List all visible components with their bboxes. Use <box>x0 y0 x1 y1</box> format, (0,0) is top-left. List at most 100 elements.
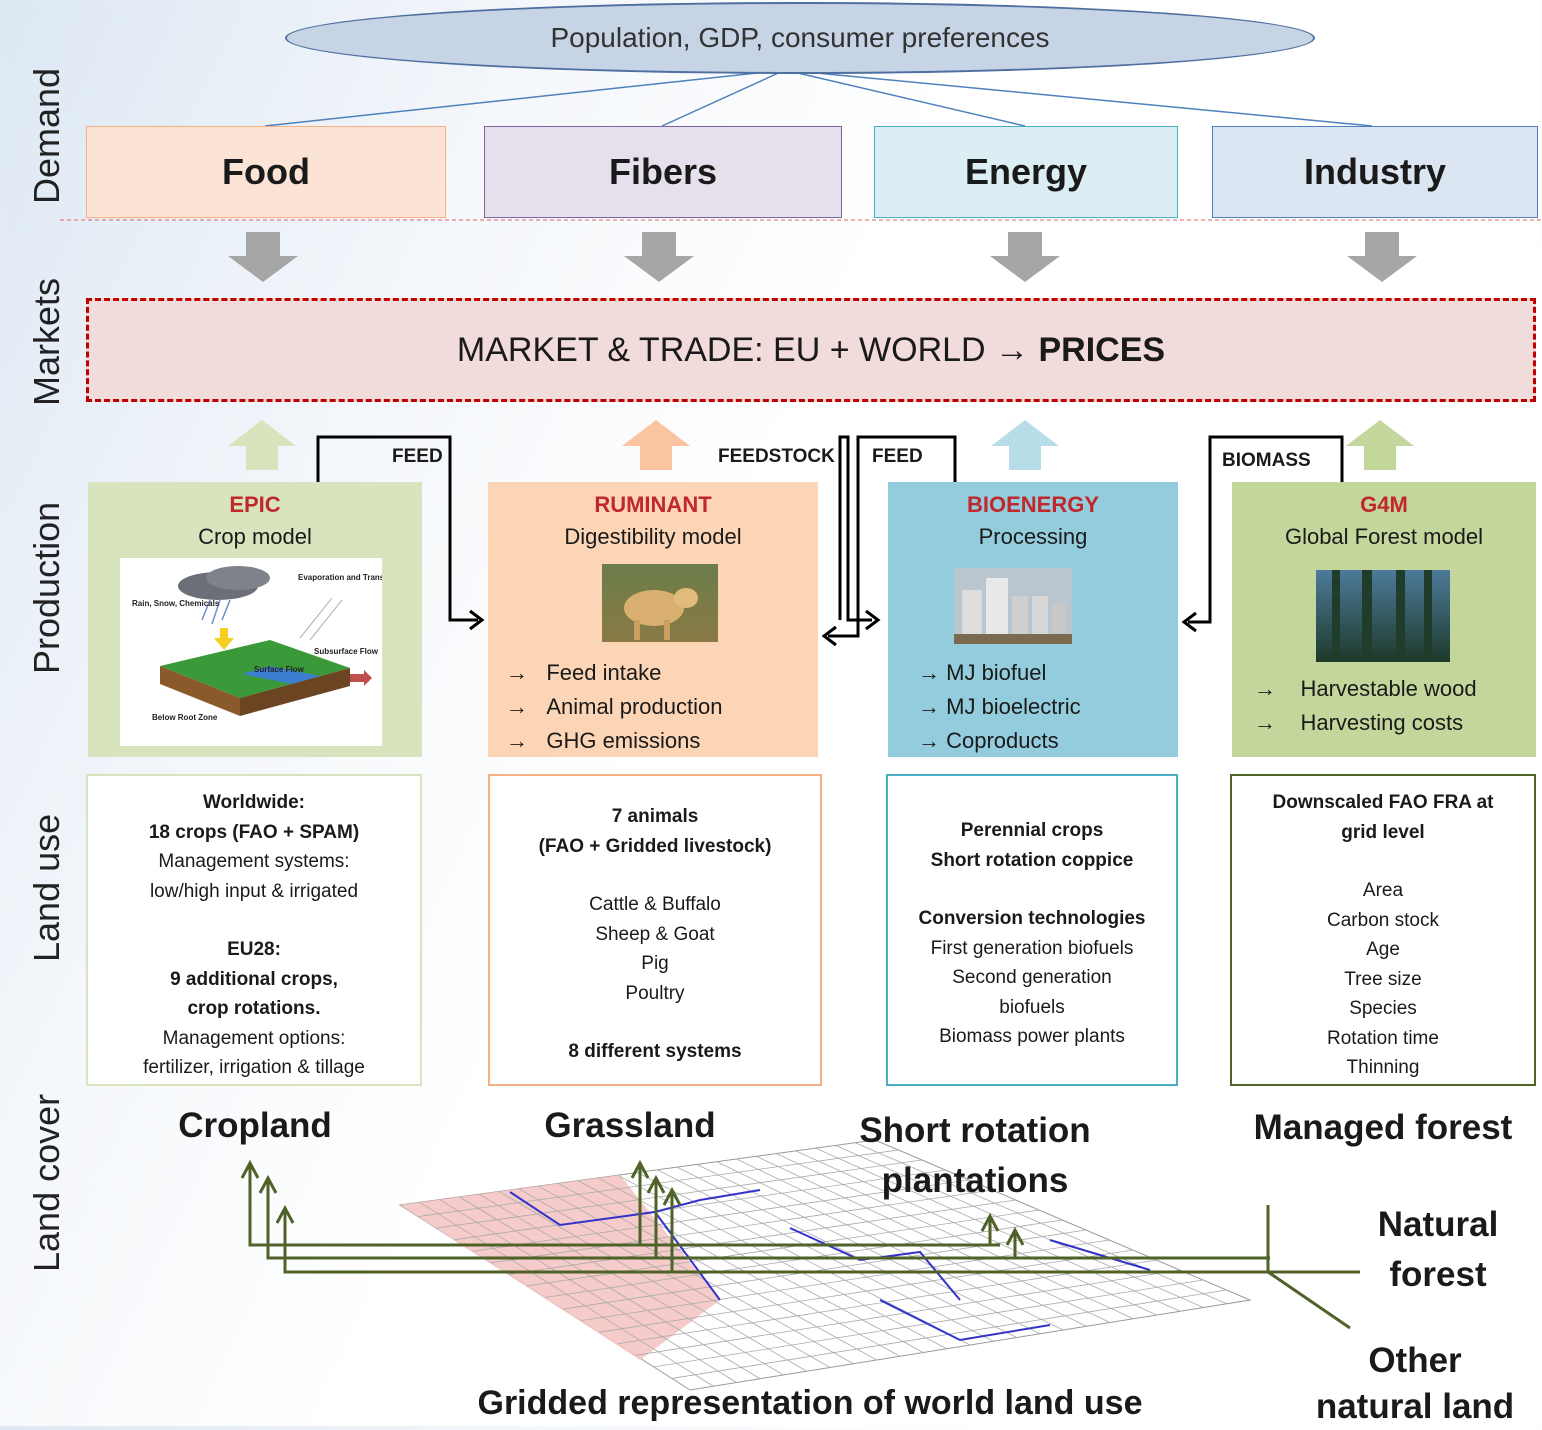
drivers-ellipse: Population, GDP, consumer preferences <box>285 2 1315 74</box>
cover-grassland: Grassland <box>544 1106 716 1145</box>
bioenergy-title: BIOENERGY <box>966 492 1100 517</box>
landuse-text: EU28: <box>227 939 281 960</box>
g4m-up-arrow <box>1346 420 1414 470</box>
landuse-crop-box: Worldwide: 18 crops (FAO + SPAM) Managem… <box>86 774 422 1086</box>
flow-connectors <box>316 435 1344 638</box>
bioenergy-subtitle: Processing <box>978 524 1088 549</box>
cover-managed-forest: Managed forest <box>1253 1108 1513 1147</box>
market-prices: PRICES <box>1038 330 1166 369</box>
landuse-text: Downscaled FAO FRA at <box>1272 792 1494 813</box>
label-biomass: BIOMASS <box>1222 450 1311 471</box>
demand-fibers: Fibers <box>484 126 842 218</box>
epic-label-evaporation: Evaporation and Transpiration <box>298 573 382 582</box>
row-label-land-cover: Land cover <box>26 1093 67 1272</box>
landuse-text: Thinning <box>1346 1057 1420 1078</box>
epic-label-root-zone: Below Root Zone <box>152 713 218 722</box>
epic-model-box: EPIC Crop model Rain, Snow, Chemicals Ev… <box>88 482 422 757</box>
landuse-text: Biomass power plants <box>939 1026 1125 1047</box>
ruminant-subtitle: Digestibility model <box>564 524 742 549</box>
epic-label-surface: Surface Flow <box>254 665 305 674</box>
ruminant-title: RUMINANT <box>594 492 712 517</box>
landuse-text: Management options: <box>162 1027 346 1049</box>
demand-food: Food <box>86 126 446 218</box>
ruminant-bullets: → Feed intake → Animal production → GHG … <box>506 656 722 758</box>
landuse-text: Sheep & Goat <box>595 923 715 945</box>
row-label-markets: Markets <box>26 277 67 406</box>
landuse-text: Rotation time <box>1327 1027 1439 1049</box>
cover-other-natural-land: Other natural land <box>1315 1341 1515 1426</box>
bioenergy-bullet: → MJ biofuel <box>918 660 1047 685</box>
landuse-text: biofuels <box>999 996 1065 1018</box>
landuse-text: Tree size <box>1344 968 1422 990</box>
row-label-demand: Demand <box>26 67 67 204</box>
landuse-text: Conversion technologies <box>918 908 1146 929</box>
row-label-land-use: Land use <box>26 813 67 962</box>
epic-subtitle: Crop model <box>198 524 312 549</box>
label-feed-2: FEED <box>872 446 923 467</box>
cover-cropland: Cropland <box>178 1106 332 1145</box>
bioenergy-model-box: BIOENERGY Processing → MJ biofuel → MJ b… <box>888 482 1178 757</box>
epic-up-arrow <box>228 420 296 470</box>
landuse-text: fertilizer, irrigation & tillage <box>143 1057 365 1078</box>
landuse-text: 8 different systems <box>568 1041 742 1062</box>
g4m-bullets: → Harvestable wood → Harvesting costs <box>1254 672 1477 740</box>
bioenergy-bullets: → MJ biofuel → MJ bioelectric → Coproduc… <box>918 656 1081 758</box>
landuse-text: First generation biofuels <box>930 937 1134 959</box>
demand-industry: Industry <box>1212 126 1538 218</box>
g4m-model-box: G4M Global Forest model → Harvestable wo… <box>1232 482 1536 757</box>
epic-title: EPIC <box>229 492 281 517</box>
ruminant-bullet: → Feed intake <box>506 660 662 685</box>
g4m-bullet: → Harvestable wood <box>1254 676 1477 701</box>
ruminant-up-arrow <box>622 420 690 470</box>
cover-short-rotation: Short rotation plantations <box>859 1111 1091 1200</box>
plant-photo <box>954 568 1072 644</box>
landuse-text: Cattle & Buffalo <box>589 894 721 915</box>
ruminant-bullet: → GHG emissions <box>506 728 701 753</box>
landuse-text: Carbon stock <box>1327 909 1439 931</box>
bioenergy-bullet: → MJ bioelectric <box>918 694 1081 719</box>
landuse-text: Second generation <box>952 967 1112 988</box>
forest-photo <box>1316 570 1450 662</box>
landuse-text: Perennial crops <box>960 820 1104 841</box>
row-label-production: Production <box>26 501 67 674</box>
ruminant-model-box: RUMINANT Digestibility model → Feed inta… <box>488 482 818 757</box>
driver-lines <box>264 69 1373 127</box>
landuse-ruminant-box: 7 animals (FAO + Gridded livestock) Catt… <box>488 774 822 1086</box>
label-feedstock: FEEDSTOCK <box>718 446 835 467</box>
landuse-text: Age <box>1366 939 1400 960</box>
epic-label-rain: Rain, Snow, Chemicals <box>132 599 220 608</box>
epic-crop-image: Rain, Snow, Chemicals Evaporation and Tr… <box>120 558 414 746</box>
epic-label-subsurface: Subsurface Flow <box>314 647 379 656</box>
g4m-subtitle: Global Forest model <box>1284 524 1484 549</box>
demand-energy: Energy <box>874 126 1178 218</box>
land-grid <box>398 1139 1252 1391</box>
landuse-text: Area <box>1362 880 1404 901</box>
market-arrow: → <box>995 330 1030 369</box>
landuse-text: 9 additional crops, <box>170 968 338 990</box>
landuse-forest-box: Downscaled FAO FRA at grid level Area Ca… <box>1230 774 1536 1086</box>
ruminant-bullet: → Animal production <box>506 694 723 719</box>
bioenergy-up-arrow <box>991 420 1059 470</box>
landuse-text: Pig <box>641 953 669 974</box>
connector-arrowheads <box>469 609 1197 647</box>
label-feed-1: FEED <box>392 446 443 467</box>
landuse-text: 18 crops (FAO + SPAM) <box>148 821 360 843</box>
landuse-text: Species <box>1349 998 1417 1019</box>
landuse-text: Management systems: <box>158 851 350 872</box>
landuse-text: crop rotations. <box>187 998 321 1019</box>
demand-to-market-arrows <box>228 232 1417 282</box>
landuse-text: low/high input & irrigated <box>149 880 359 902</box>
bioenergy-bullet: → Coproducts <box>918 728 1059 753</box>
grid-caption: Gridded representation of world land use <box>477 1384 1143 1422</box>
landuse-text: Short rotation coppice <box>930 849 1134 871</box>
landuse-text: 7 animals <box>611 806 699 827</box>
landuse-text: Poultry <box>625 982 685 1004</box>
landuse-bioenergy-box: Perennial crops Short rotation coppice C… <box>886 774 1178 1086</box>
market-text: MARKET & TRADE: EU + WORLD <box>456 330 986 369</box>
g4m-title: G4M <box>1360 492 1408 517</box>
landcover-arrows <box>248 1165 1360 1330</box>
cover-natural-forest: Natural forest <box>1377 1205 1499 1294</box>
cattle-photo <box>602 564 718 642</box>
landuse-text: grid level <box>1341 821 1425 843</box>
